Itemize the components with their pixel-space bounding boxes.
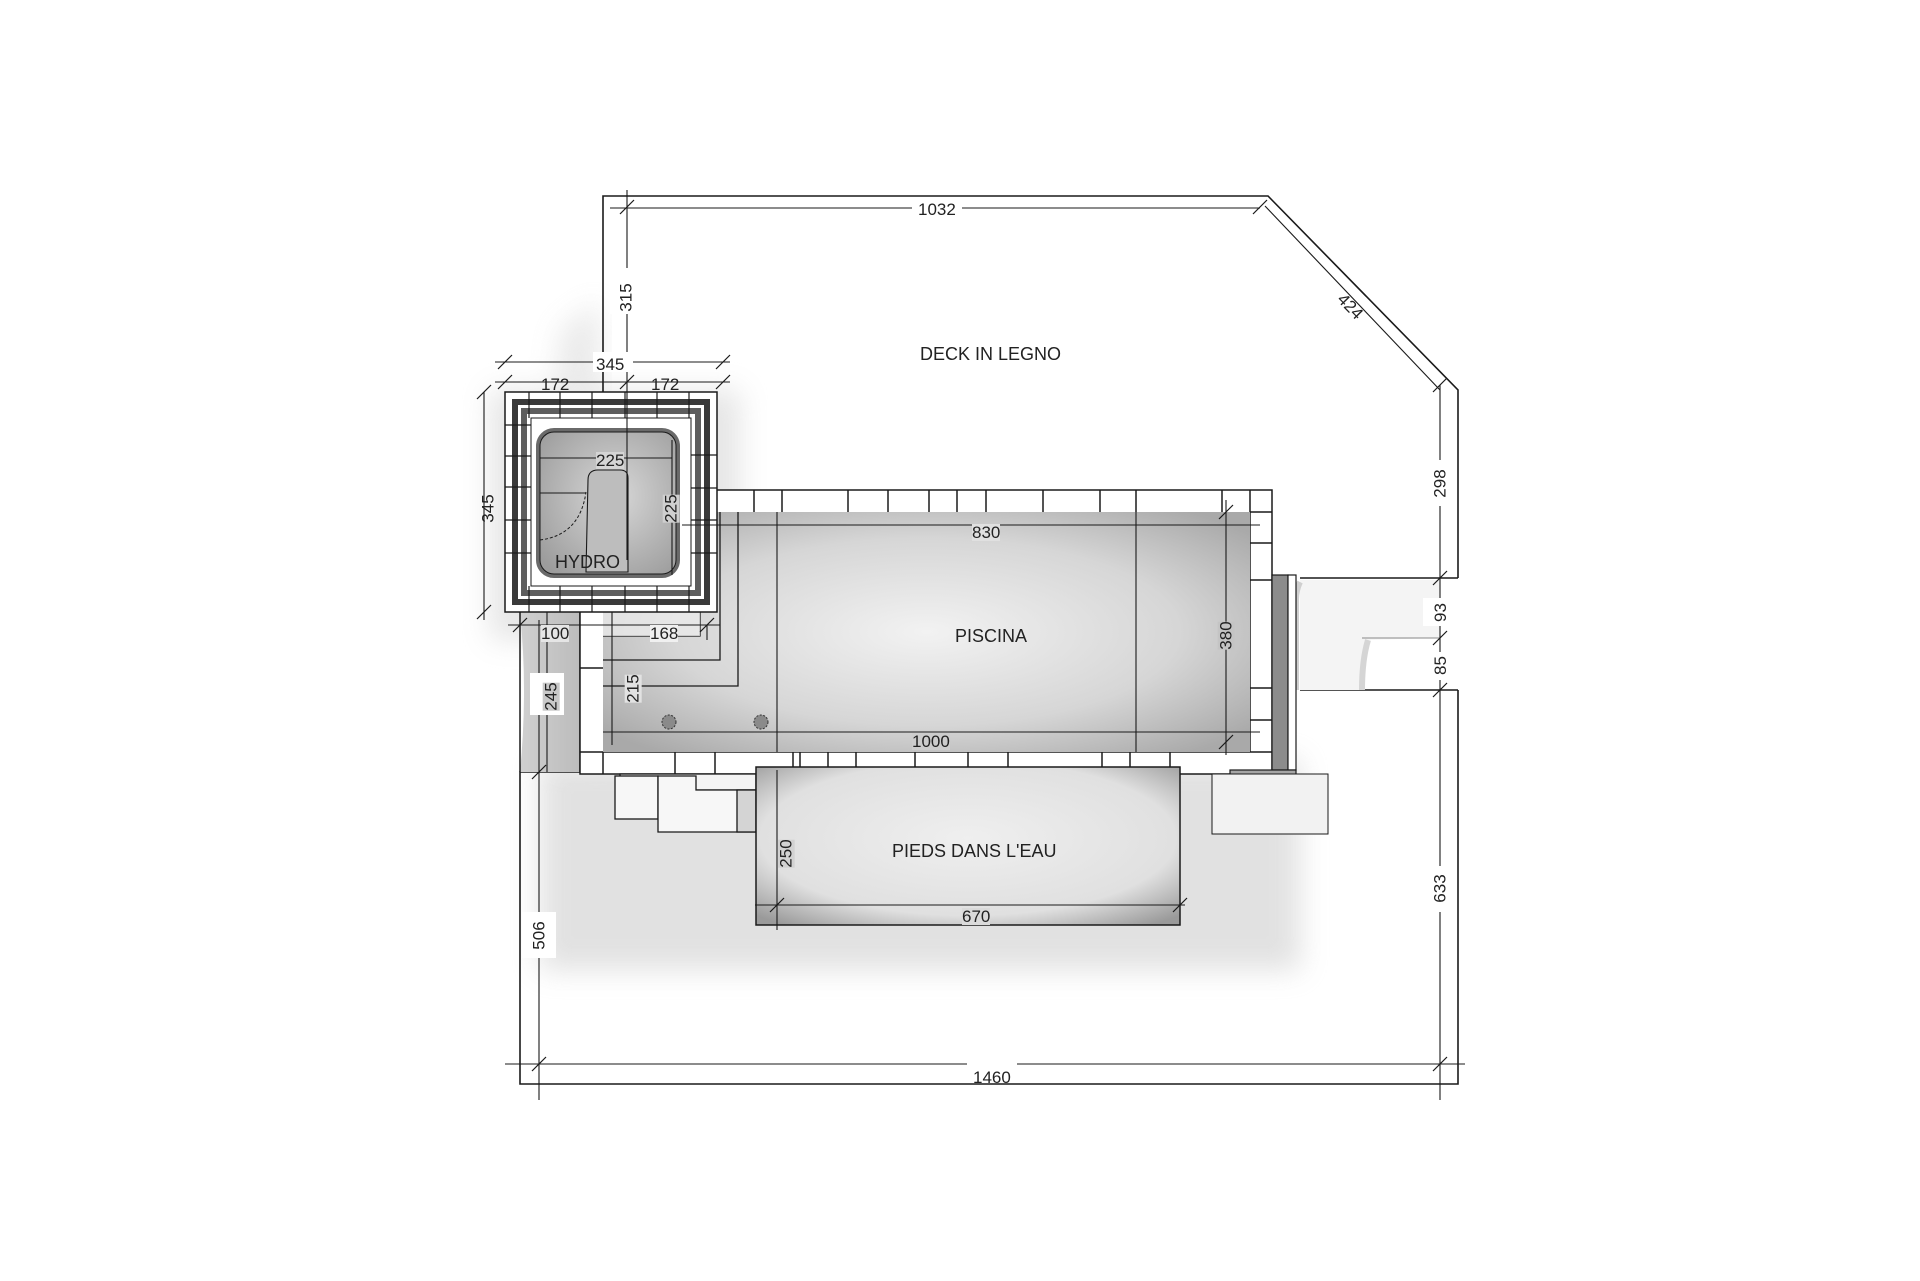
dim-right-notch-upper: 93 <box>1430 603 1450 622</box>
dim-hydro-inner-width: 225 <box>596 451 625 470</box>
dim-hydro-gap-left: 100 <box>541 624 570 643</box>
dim-hydro-gap-right: 168 <box>650 624 679 643</box>
pool-steps <box>614 773 757 833</box>
dim-deck-top-width: 1032 <box>918 200 956 219</box>
dim-deck-right-upper-height: 298 <box>1430 469 1450 498</box>
label-gaps <box>522 198 1457 1074</box>
dim-hydro-inner-height: 225 <box>661 494 681 523</box>
dim-hydro-half-right: 172 <box>651 375 680 394</box>
dim-deck-top-left-height: 315 <box>616 283 636 312</box>
dim-pool-inner-width: 830 <box>972 523 1001 542</box>
dim-deck-left-lower-height: 506 <box>529 921 549 950</box>
dim-ledge-depth: 250 <box>776 839 796 868</box>
dim-steps-height: 215 <box>623 674 643 703</box>
dim-right-notch-lower: 85 <box>1430 656 1450 675</box>
dimension-ticks <box>476 199 1448 1072</box>
pool-jet-2 <box>753 714 769 730</box>
dim-hydro-half-left: 172 <box>541 375 570 394</box>
dim-hydro-outer-height: 345 <box>478 494 498 523</box>
ledge-pieds-dans-leau <box>755 766 1181 926</box>
dim-deck-right-lower-height: 633 <box>1430 874 1450 903</box>
zone-label-deck: DECK IN LEGNO <box>920 344 1062 364</box>
zone-label-pool: PISCINA <box>955 626 1028 646</box>
zone-label-hydro: HYDRO <box>555 552 621 572</box>
right-notch <box>1293 580 1440 691</box>
pool-jet-1 <box>661 714 677 730</box>
dim-pool-outer-width: 1000 <box>912 732 950 751</box>
dim-left-strip-height: 245 <box>541 682 561 711</box>
pool-right-band <box>1211 574 1329 835</box>
dim-ledge-width: 670 <box>962 907 991 926</box>
dim-deck-bottom-width: 1460 <box>973 1068 1011 1087</box>
dim-pool-width: 380 <box>1216 621 1236 650</box>
zone-label-ledge: PIEDS DANS L'EAU <box>892 841 1057 861</box>
dim-hydro-outer-width: 345 <box>596 355 625 374</box>
hydro-spa <box>504 391 718 613</box>
